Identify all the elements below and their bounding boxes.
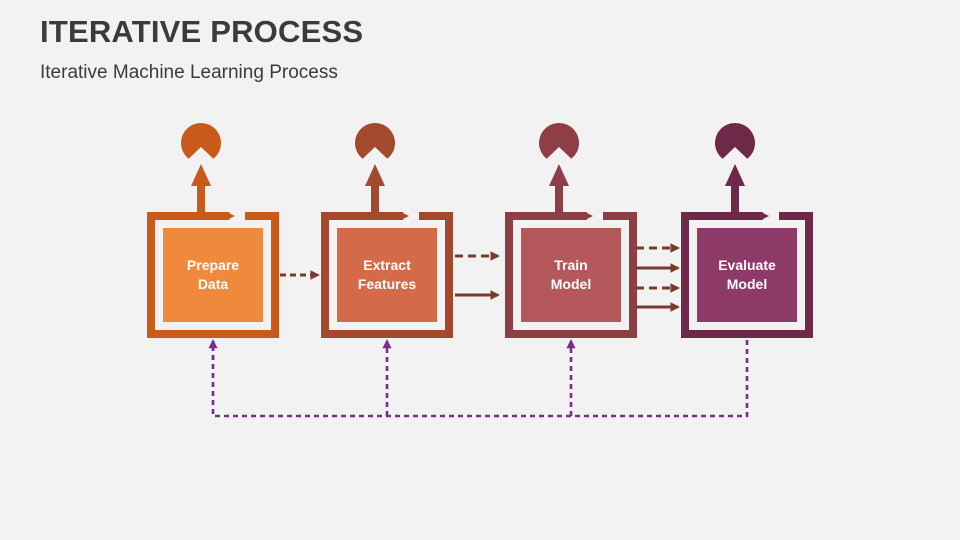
up-arrow-shaft bbox=[555, 184, 563, 214]
step-label-extract-features: Extract Features bbox=[357, 257, 417, 292]
step-box bbox=[337, 228, 437, 322]
connector-arrows bbox=[280, 243, 680, 312]
frame-notch-tip bbox=[585, 212, 593, 220]
feedback-bus bbox=[211, 340, 749, 418]
up-arrow-shaft bbox=[731, 184, 739, 214]
step-frame bbox=[505, 212, 637, 338]
step-box bbox=[697, 228, 797, 322]
up-arrow-head bbox=[365, 164, 385, 186]
up-arrow-shaft bbox=[371, 184, 379, 214]
step-circle-icon bbox=[181, 123, 221, 159]
up-arrow-shaft bbox=[197, 184, 205, 214]
feedback-loop bbox=[208, 339, 749, 418]
page-subtitle: Iterative Machine Learning Process bbox=[40, 62, 338, 83]
step-box bbox=[163, 228, 263, 322]
frame-notch bbox=[763, 211, 779, 221]
frame-notch-tip bbox=[227, 212, 235, 220]
step-circle-icon bbox=[355, 123, 395, 159]
step-label-prepare-data: Prepare Data bbox=[186, 257, 240, 292]
page-title: ITERATIVE PROCESS bbox=[40, 14, 364, 49]
frame-notch bbox=[229, 211, 245, 221]
up-arrow-head bbox=[725, 164, 745, 186]
step-label-evaluate-model: Evaluate Model bbox=[718, 257, 776, 292]
step-box bbox=[521, 228, 621, 322]
step-circle-icon bbox=[715, 123, 755, 159]
step-label-train-model: Train Model bbox=[550, 257, 592, 292]
step-train-model bbox=[505, 123, 637, 338]
step-extract-features bbox=[321, 123, 453, 338]
step-frame bbox=[321, 212, 453, 338]
frame-notch bbox=[587, 211, 603, 221]
step-prepare-data bbox=[147, 123, 279, 338]
step-frame bbox=[681, 212, 813, 338]
step-frame bbox=[147, 212, 279, 338]
frame-notch-tip bbox=[401, 212, 409, 220]
up-arrow-head bbox=[191, 164, 211, 186]
step-evaluate-model bbox=[681, 123, 813, 338]
step-circle-icon bbox=[539, 123, 579, 159]
frame-notch-tip bbox=[761, 212, 769, 220]
frame-notch bbox=[403, 211, 419, 221]
up-arrow-head bbox=[549, 164, 569, 186]
